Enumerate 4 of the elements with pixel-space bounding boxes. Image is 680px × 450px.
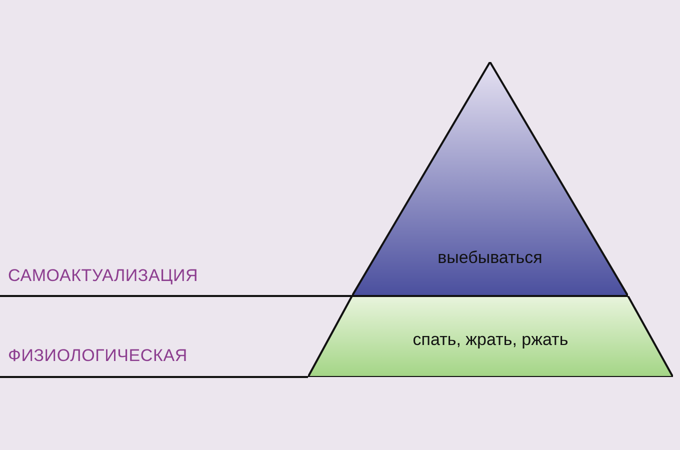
tier-label: спать, жрать, ржать xyxy=(412,330,570,350)
tier-label: выебываться xyxy=(436,248,544,268)
level-name: ФИЗИОЛОГИЧЕСКАЯ xyxy=(8,346,188,366)
level-name: САМОАКТУАЛИЗАЦИЯ xyxy=(8,266,198,286)
